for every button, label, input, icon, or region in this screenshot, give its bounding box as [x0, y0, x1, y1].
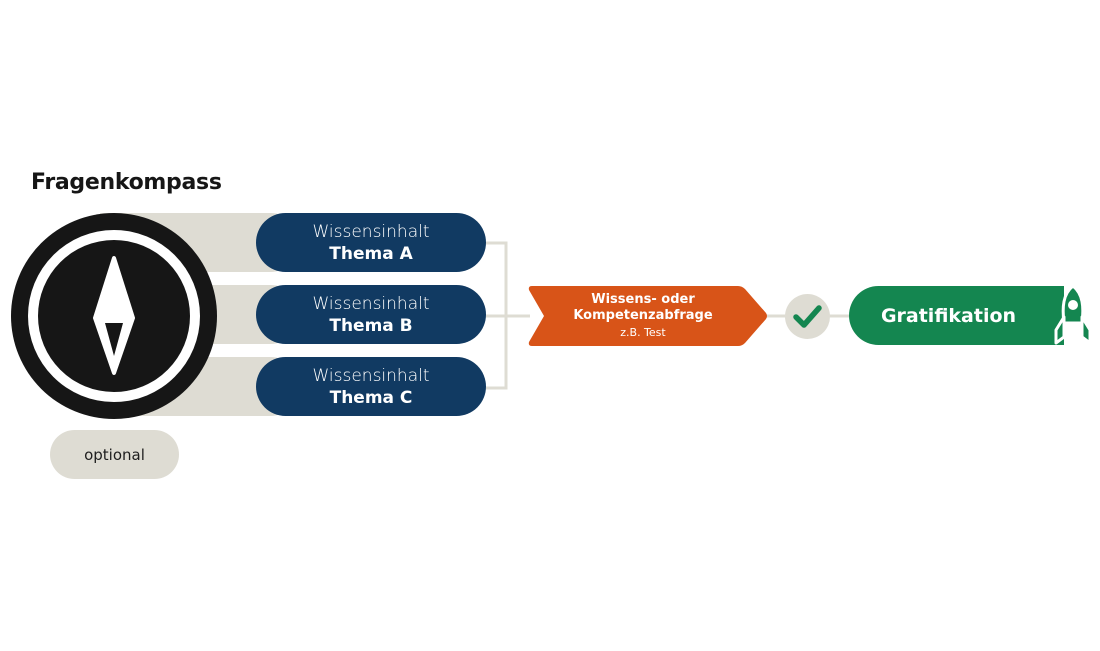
topic-c: Wissensinhalt Thema C — [256, 357, 486, 416]
check-icon — [785, 294, 830, 339]
reward-step: Gratifikation — [849, 286, 1064, 345]
assessment-title-line1: Wissens- oder — [591, 292, 695, 307]
topic-c-name: Thema C — [329, 387, 413, 408]
compass-icon — [11, 213, 217, 419]
topic-a-label: Wissensinhalt — [312, 221, 430, 242]
topic-b-name: Thema B — [329, 315, 413, 336]
topic-c-label: Wissensinhalt — [312, 365, 430, 386]
topic-a: Wissensinhalt Thema A — [256, 213, 486, 272]
topic-b-label: Wissensinhalt — [312, 293, 430, 314]
optional-badge: optional — [50, 430, 179, 479]
topic-a-name: Thema A — [329, 243, 413, 264]
assessment-title-line2: Kompetenzabfrage — [573, 308, 713, 323]
diagram-title: Fragenkompass — [31, 170, 222, 195]
assessment-example: z.B. Test — [620, 326, 666, 339]
topic-b: Wissensinhalt Thema B — [256, 285, 486, 344]
assessment-arrow-shape — [528, 286, 767, 346]
rocket-icon — [1054, 284, 1092, 345]
assessment-step: Wissens- oder Kompetenzabfrage z.B. Test — [538, 288, 748, 344]
